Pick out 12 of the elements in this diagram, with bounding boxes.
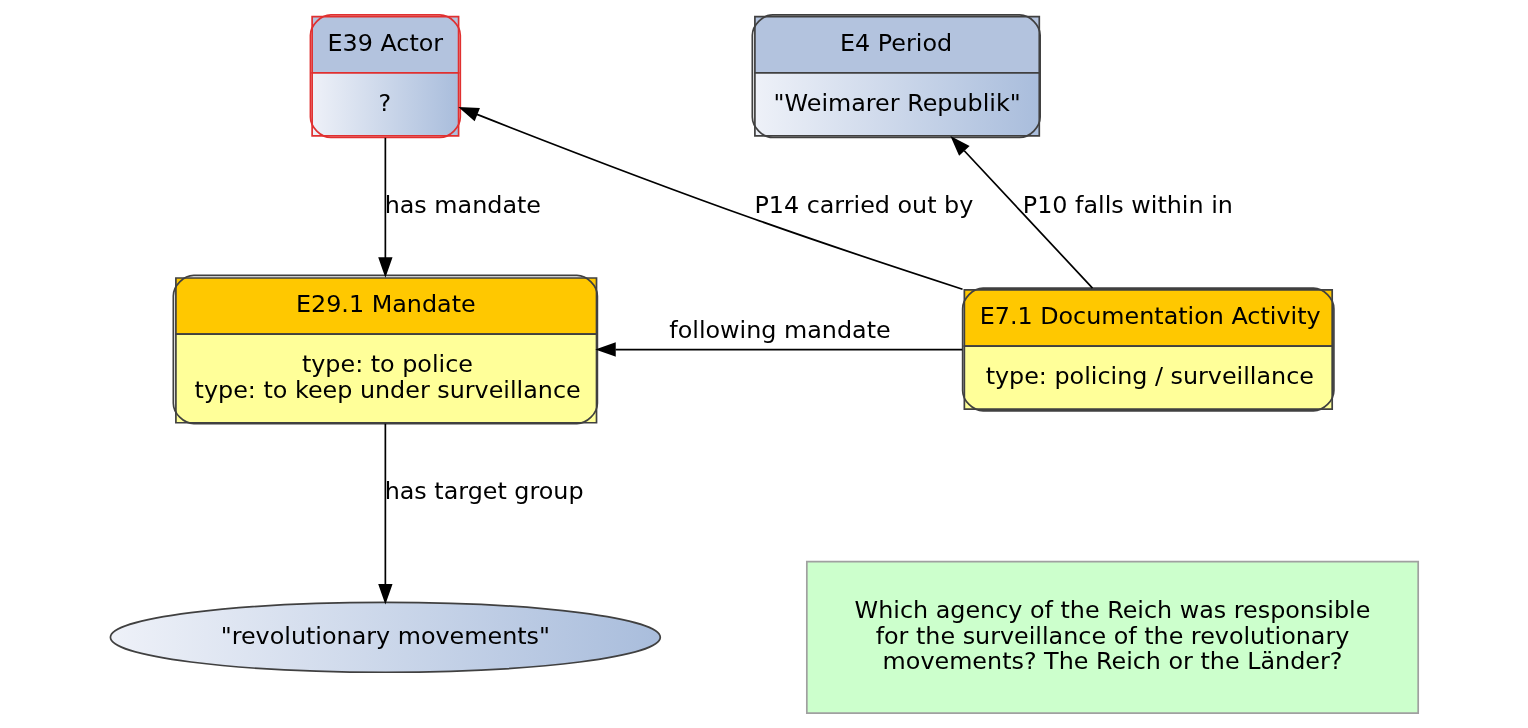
edge-label: P10 falls within in (1022, 190, 1233, 219)
arrow (377, 422, 392, 605)
edge-label: following mandate (668, 315, 891, 344)
edge-label: has mandate (384, 190, 541, 219)
arrow (457, 107, 963, 291)
arrow (377, 136, 392, 278)
arrow (949, 135, 1093, 289)
arrow (594, 342, 963, 357)
edge-label: P14 carried out by (753, 190, 973, 219)
edge-label: has target group (384, 476, 584, 505)
node-ellipse: "revolutionary movements" (109, 601, 661, 674)
node-box: Which agency of the Reich was responsible for the surveillance of the revolutionary movements? The Reich or the Länder? (805, 560, 1419, 714)
